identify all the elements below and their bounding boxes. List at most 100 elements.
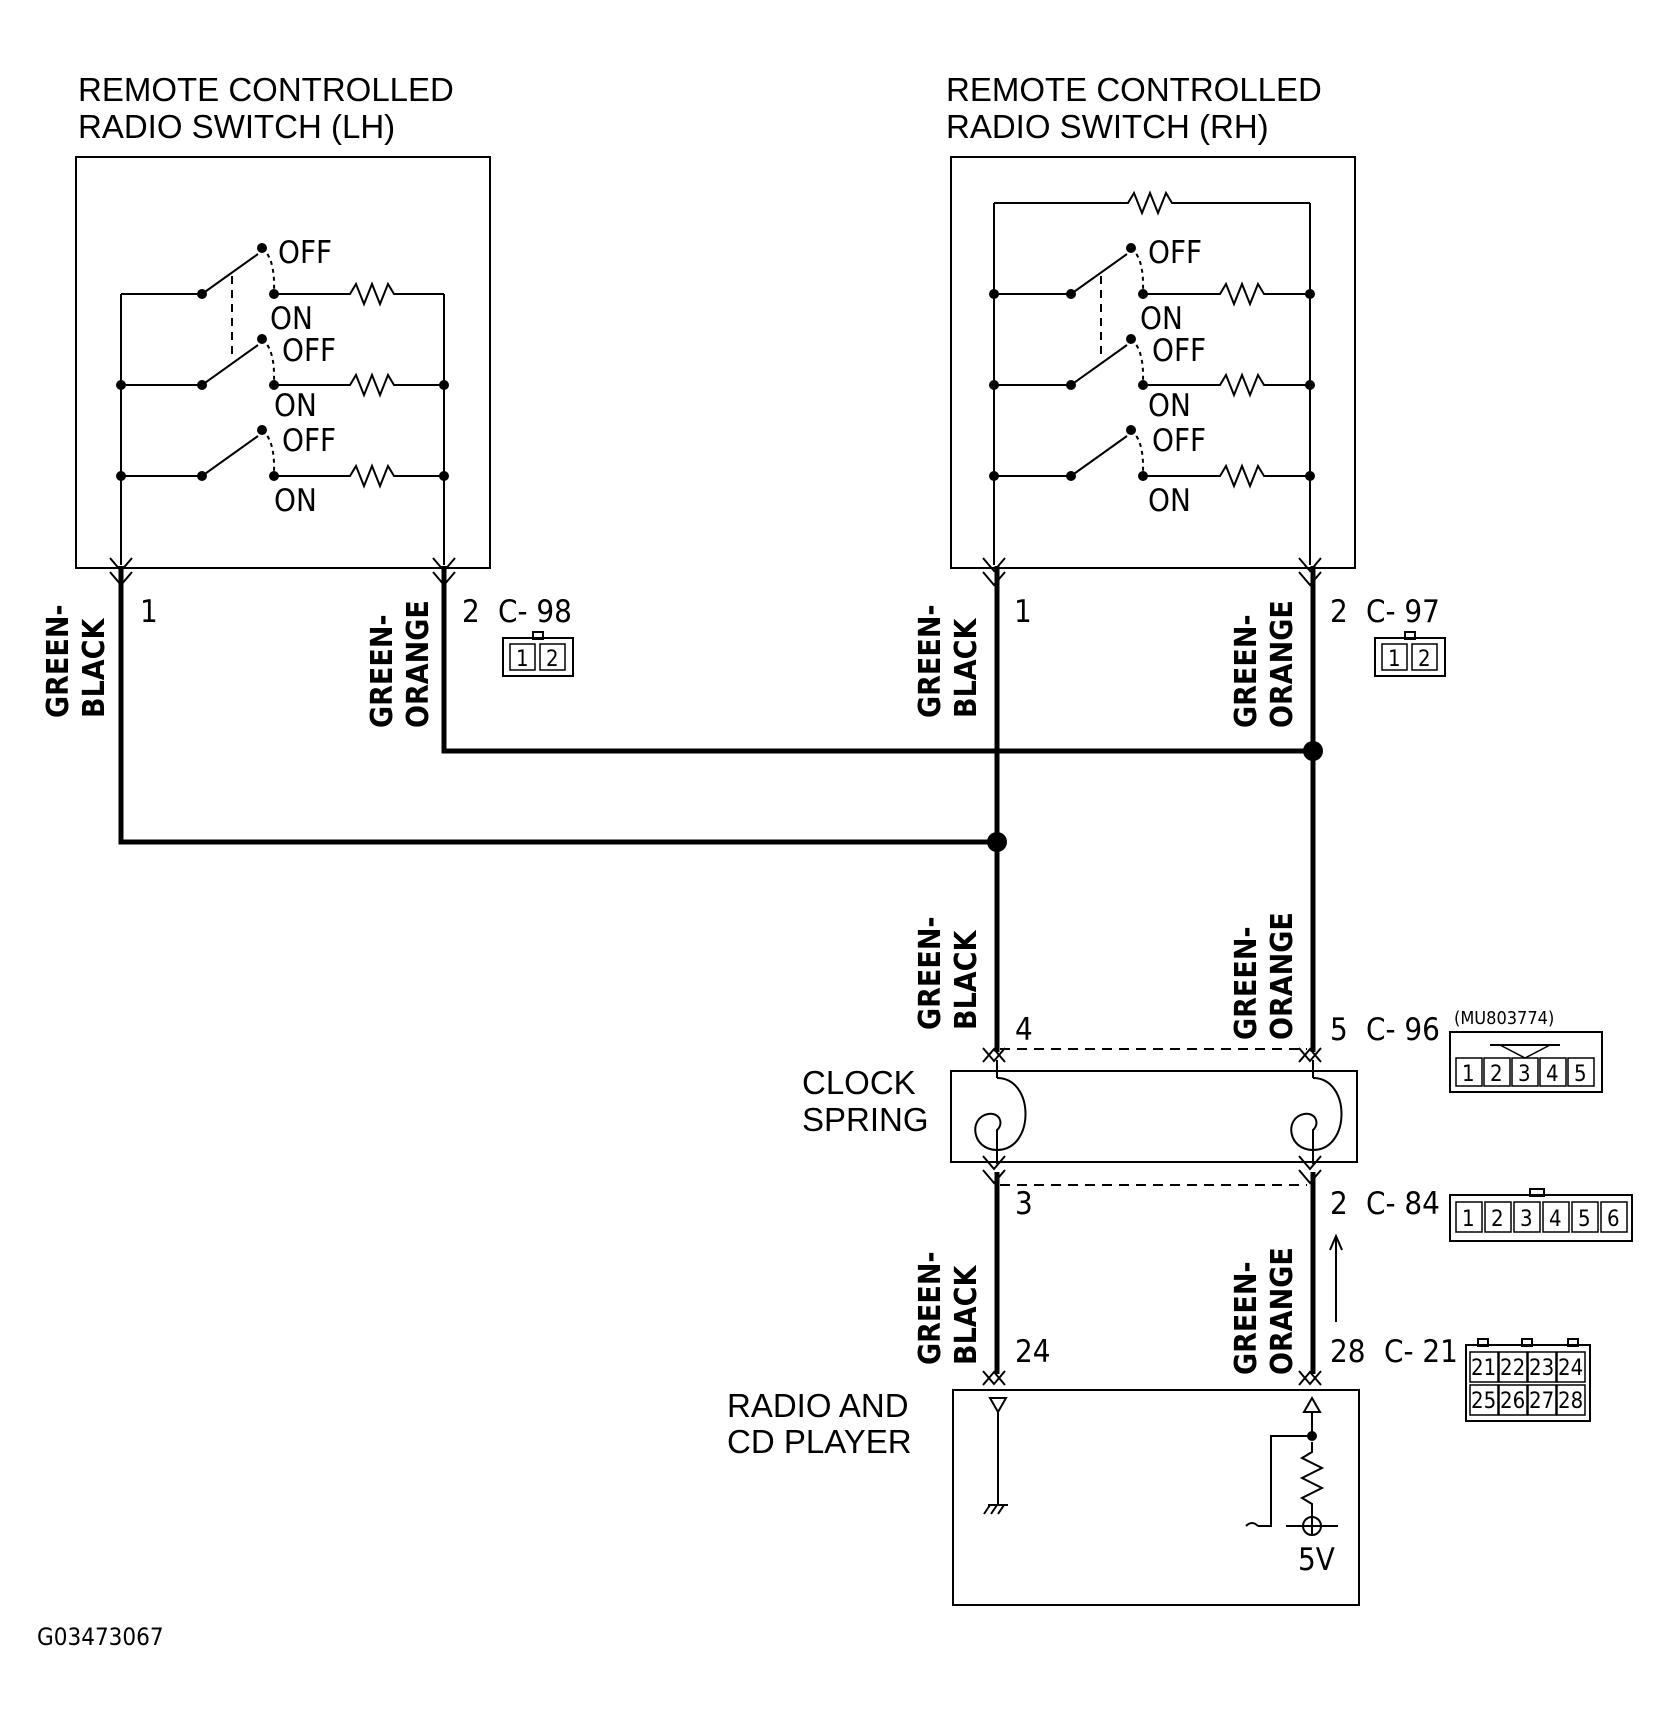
- connector-c21-face: 21 22 23 24 25 26 27 28: [1465, 1338, 1591, 1422]
- rh-pin-2: 2: [1330, 594, 1348, 630]
- wire-label-bot-gb-1: GREEN-: [913, 1251, 948, 1365]
- clock-spring-coil-left: [974, 1077, 1027, 1164]
- harness-wires: [118, 566, 1316, 1374]
- rh-switch-title-line1: REMOTE CONTROLLED: [946, 71, 1322, 108]
- radio-pin-24: 24: [1015, 1334, 1050, 1370]
- lh-row1-on-label: ON: [270, 301, 313, 337]
- wire-lh-green-orange: [441, 566, 1313, 754]
- up-arrow-icon: [1329, 1233, 1343, 1322]
- c96-cell-3: 3: [1518, 1062, 1531, 1087]
- c21-cell-23: 23: [1529, 1356, 1554, 1381]
- rh-row1-on-label: ON: [1140, 301, 1183, 337]
- lh-switch-assembly: [75, 156, 491, 569]
- connector-c98-id: C- 98: [498, 594, 572, 630]
- radio-label-line2: CD PLAYER: [727, 1423, 912, 1460]
- lh-row2-on-label: ON: [274, 388, 317, 424]
- radio-pin-28: 28: [1330, 1334, 1365, 1370]
- wire-label-rh-gb-1: GREEN-: [913, 604, 948, 718]
- terminal-markers: [109, 557, 1322, 1386]
- connector-c96-id: C- 96: [1366, 1012, 1440, 1048]
- supply-5v-label: 5V: [1298, 1542, 1335, 1578]
- rh-switch-title-line2: RADIO SWITCH (RH): [946, 108, 1269, 145]
- connector-c84-face: 1 2 3 4 5 6: [1449, 1188, 1633, 1242]
- rh-row1-off-label: OFF: [1148, 235, 1202, 271]
- wire-lh-green-black: [118, 566, 997, 845]
- lh-switch-box: [75, 156, 491, 569]
- clock-spring-coil-right: [1290, 1077, 1343, 1164]
- lh-switch-title-line2: RADIO SWITCH (LH): [78, 108, 395, 145]
- radio-box: [952, 1389, 1360, 1606]
- c21-cell-21: 21: [1471, 1356, 1496, 1381]
- wire-label-lh-go-1: GREEN-: [365, 614, 400, 728]
- connector-c97-id: C- 97: [1366, 594, 1440, 630]
- connector-c84-id: C- 84: [1366, 1186, 1440, 1222]
- c98-cell-2: 2: [546, 647, 559, 672]
- radio-assembly: [952, 1389, 1360, 1606]
- c98-cell-1: 1: [516, 647, 529, 672]
- c21-cell-25: 25: [1471, 1389, 1496, 1414]
- wire-label-lh-go-2: ORANGE: [401, 600, 436, 728]
- wire-label-mid-go-1: GREEN-: [1229, 926, 1264, 1040]
- lh-row1-off-label: OFF: [278, 235, 332, 271]
- wire-label-mid-gb-1: GREEN-: [913, 916, 948, 1030]
- rh-row2-on-label: ON: [1148, 388, 1191, 424]
- rh-row3-on-label: ON: [1148, 483, 1191, 519]
- output-triangle-icon: [1302, 1395, 1322, 1413]
- input-triangle-icon: [988, 1397, 1008, 1415]
- c97-cell-2: 2: [1418, 647, 1431, 672]
- c84-cell-6: 6: [1607, 1207, 1620, 1232]
- cs-pin-3: 3: [1015, 1186, 1033, 1222]
- c97-cell-1: 1: [1388, 647, 1401, 672]
- wire-label-lh-gb-1: GREEN-: [41, 604, 76, 718]
- radio-label-line1: RADIO AND: [727, 1387, 909, 1424]
- lh-row3-off-label: OFF: [282, 423, 336, 459]
- rh-row2-off-label: OFF: [1152, 333, 1206, 369]
- c84-cell-1: 1: [1462, 1207, 1475, 1232]
- c96-cell-1: 1: [1462, 1062, 1475, 1087]
- lh-switch-title-line1: REMOTE CONTROLLED: [78, 71, 454, 108]
- c21-cell-28: 28: [1558, 1389, 1583, 1414]
- lh-pin-1: 1: [140, 594, 158, 630]
- wire-label-bot-go-2: ORANGE: [1265, 1247, 1300, 1375]
- cs-pin-2: 2: [1330, 1186, 1348, 1222]
- cs-pin-5: 5: [1330, 1012, 1348, 1048]
- wire-label-rh-go-2: ORANGE: [1265, 600, 1300, 728]
- splice-green-orange: [1303, 741, 1323, 761]
- connector-c97-face: 1 2: [1374, 631, 1446, 677]
- clock-spring-label-line2: SPRING: [802, 1101, 929, 1138]
- wire-label-mid-gb-2: BLACK: [949, 930, 984, 1030]
- cs-pin-4: 4: [1015, 1012, 1033, 1048]
- wire-label-rh-gb-2: BLACK: [949, 618, 984, 718]
- rh-row3-off-label: OFF: [1152, 423, 1206, 459]
- wire-label-mid-go-2: ORANGE: [1265, 912, 1300, 1040]
- clock-spring-assembly: [950, 1048, 1358, 1186]
- connector-c21-id: C- 21: [1384, 1334, 1458, 1370]
- clock-spring-box: [950, 1070, 1358, 1163]
- c21-cell-22: 22: [1500, 1356, 1525, 1381]
- c84-cell-3: 3: [1520, 1207, 1533, 1232]
- c21-cell-27: 27: [1529, 1389, 1554, 1414]
- clock-spring-label-line1: CLOCK: [802, 1064, 916, 1101]
- connector-c98-face: 1 2: [502, 631, 574, 677]
- wire-label-lh-gb-2: BLACK: [77, 618, 112, 718]
- rh-switch-box: [950, 156, 1356, 569]
- splice-green-black: [987, 832, 1007, 852]
- c21-cell-26: 26: [1500, 1389, 1525, 1414]
- pull-up-resistor: [1299, 1442, 1325, 1514]
- c96-cell-4: 4: [1546, 1062, 1559, 1087]
- wire-label-bot-go-1: GREEN-: [1229, 1261, 1264, 1375]
- lh-pin-2: 2: [462, 594, 480, 630]
- c84-cell-5: 5: [1578, 1207, 1591, 1232]
- c96-cell-5: 5: [1574, 1062, 1587, 1087]
- connector-c96-part: (MU803774): [1454, 1008, 1554, 1029]
- rh-pin-1: 1: [1014, 594, 1032, 630]
- lh-row2-off-label: OFF: [282, 333, 336, 369]
- wire-color-labels: GREEN- BLACK GREEN- ORANGE GREEN- BLACK …: [41, 600, 1300, 1375]
- wire-label-rh-go-1: GREEN-: [1229, 614, 1264, 728]
- connector-c96-face: 1 2 3 4 5: [1449, 1031, 1603, 1093]
- c96-cell-2: 2: [1490, 1062, 1503, 1087]
- c84-cell-2: 2: [1491, 1207, 1504, 1232]
- lh-row3-on-label: ON: [274, 483, 317, 519]
- c21-cell-24: 24: [1558, 1356, 1583, 1381]
